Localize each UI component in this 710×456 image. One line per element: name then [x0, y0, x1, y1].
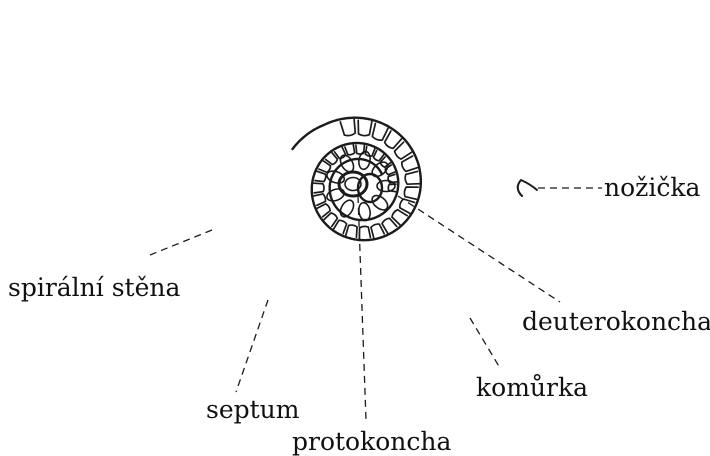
chamber [371, 224, 384, 238]
inner-chamber [338, 198, 357, 219]
label-protokoncha: protokoncha [292, 427, 452, 456]
chamber [346, 225, 357, 237]
leader-deuterokoncha [398, 196, 560, 302]
foot [518, 180, 537, 196]
label-spiralni-stena: spirální stěna [8, 273, 180, 302]
label-septum: septum [206, 395, 300, 424]
leader-spiralni-stena [150, 230, 212, 255]
label-deuterokoncha: deuterokoncha [522, 307, 710, 336]
spiral-wall-tail [293, 125, 325, 149]
spiral-shell [293, 118, 538, 241]
label-nozicka: nožička [604, 173, 700, 202]
chamber [315, 171, 326, 181]
leader-septum [236, 300, 268, 392]
chamber [345, 145, 355, 155]
chamber [340, 119, 355, 135]
chamber [359, 226, 370, 238]
chamber [404, 187, 418, 199]
label-komurka: komůrka [476, 373, 588, 402]
leader-komurka [470, 318, 500, 368]
inner-chamber [325, 187, 346, 203]
chamber [358, 120, 372, 135]
chamber [405, 171, 419, 184]
chamber [314, 183, 324, 193]
inner-chamber [358, 202, 372, 222]
chamber [314, 194, 326, 205]
